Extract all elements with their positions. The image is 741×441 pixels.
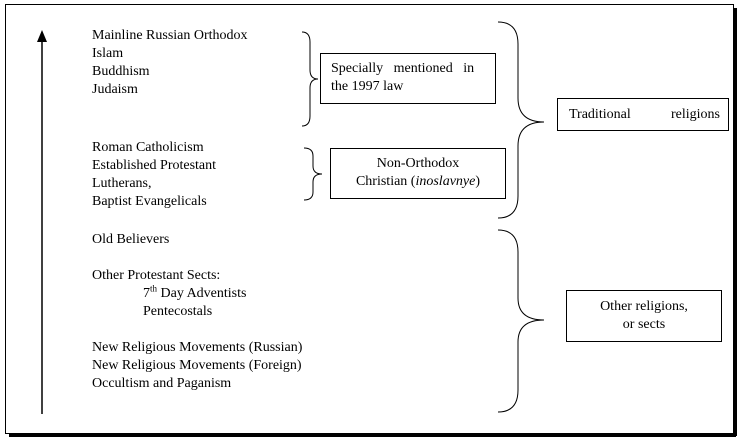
box-other-religions: Other religions, or sects bbox=[566, 290, 722, 342]
religion-nrm-russian: New Religious Movements (Russian) bbox=[92, 340, 303, 355]
religion-nrm-foreign: New Religious Movements (Foreign) bbox=[92, 358, 302, 373]
brace-traditional bbox=[497, 21, 545, 219]
religion-mainline-orthodox: Mainline Russian Orthodox bbox=[92, 28, 248, 43]
hierarchy-arrow-head bbox=[37, 30, 47, 42]
protestant-sects-heading: Other Protestant Sects: bbox=[92, 268, 221, 283]
religion-pentecostals: Pentecostals bbox=[143, 304, 213, 319]
religion-occultism-paganism: Occultism and Paganism bbox=[92, 376, 232, 391]
religion-lutherans: Lutherans, bbox=[92, 176, 152, 191]
diagram-frame bbox=[5, 4, 737, 437]
religion-buddhism: Buddhism bbox=[92, 64, 150, 79]
box-specially-mentioned: Specially mentioned in the 1997 law bbox=[320, 53, 496, 104]
brace-other bbox=[497, 229, 545, 413]
brace-non-orthodox bbox=[303, 147, 323, 201]
religion-baptist-evangelicals: Baptist Evangelicals bbox=[92, 194, 207, 209]
religion-roman-catholicism: Roman Catholicism bbox=[92, 140, 204, 155]
box-non-orthodox: Non-Orthodox Christian (inoslavnye) bbox=[330, 148, 506, 199]
religion-islam: Islam bbox=[92, 46, 124, 61]
brace-specially-mentioned bbox=[301, 31, 319, 127]
religion-judaism: Judaism bbox=[92, 82, 138, 97]
religion-old-believers: Old Believers bbox=[92, 232, 170, 247]
religion-established-protestant: Established Protestant bbox=[92, 158, 217, 173]
religion-adventists: 7th Day Adventists bbox=[143, 283, 247, 301]
box-traditional-religions: Traditional religions bbox=[557, 98, 729, 131]
